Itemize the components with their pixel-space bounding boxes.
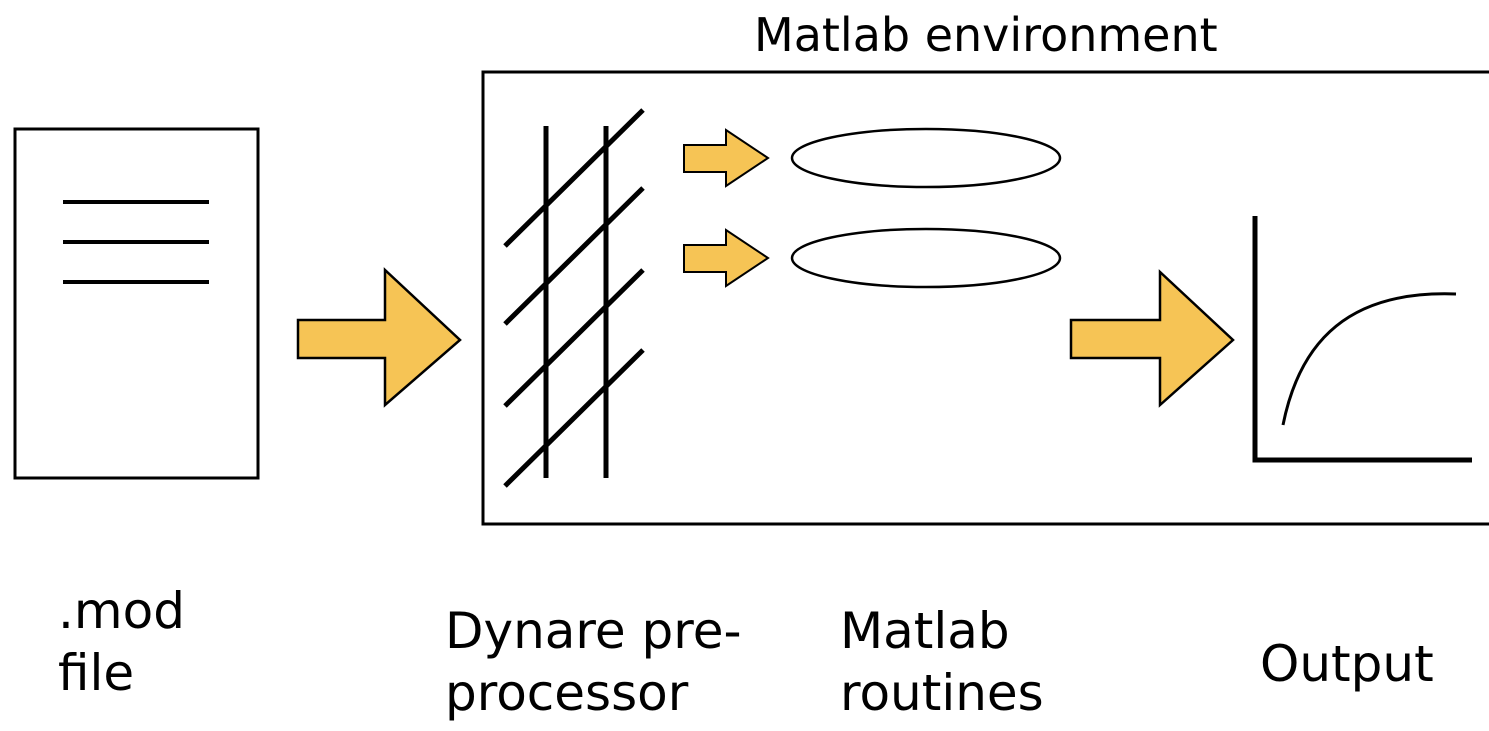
preprocessor-label-line2: processor — [445, 664, 689, 722]
preprocessor-label-line1: Dynare pre- — [445, 602, 742, 660]
mod-file-label: .mod file — [58, 580, 185, 704]
small-arrow-bottom — [683, 228, 770, 288]
small-arrow-top — [683, 128, 770, 188]
output-label: Output — [1260, 635, 1434, 693]
preprocessor-label: Dynare pre- processor — [445, 600, 742, 724]
diagram-title: Matlab environment — [754, 8, 1218, 62]
arrow-to-output — [1069, 269, 1235, 408]
matlab-routines-label-line2: routines — [840, 664, 1044, 722]
matlab-routines-label-line1: Matlab — [840, 602, 1010, 660]
mod-file-label-line1: .mod — [58, 582, 185, 640]
matlab-routines-label: Matlab routines — [840, 600, 1044, 724]
routine-ellipse-top — [790, 127, 1062, 189]
mod-file-document-icon — [13, 127, 260, 480]
arrow-to-preprocessor — [296, 267, 462, 408]
output-graph-icon — [1252, 216, 1472, 463]
routine-ellipse-bottom — [790, 227, 1062, 289]
preprocessor-hatch-icon — [503, 108, 645, 488]
mod-file-label-line2: file — [58, 644, 135, 702]
matlab-environment-box — [481, 70, 1489, 526]
